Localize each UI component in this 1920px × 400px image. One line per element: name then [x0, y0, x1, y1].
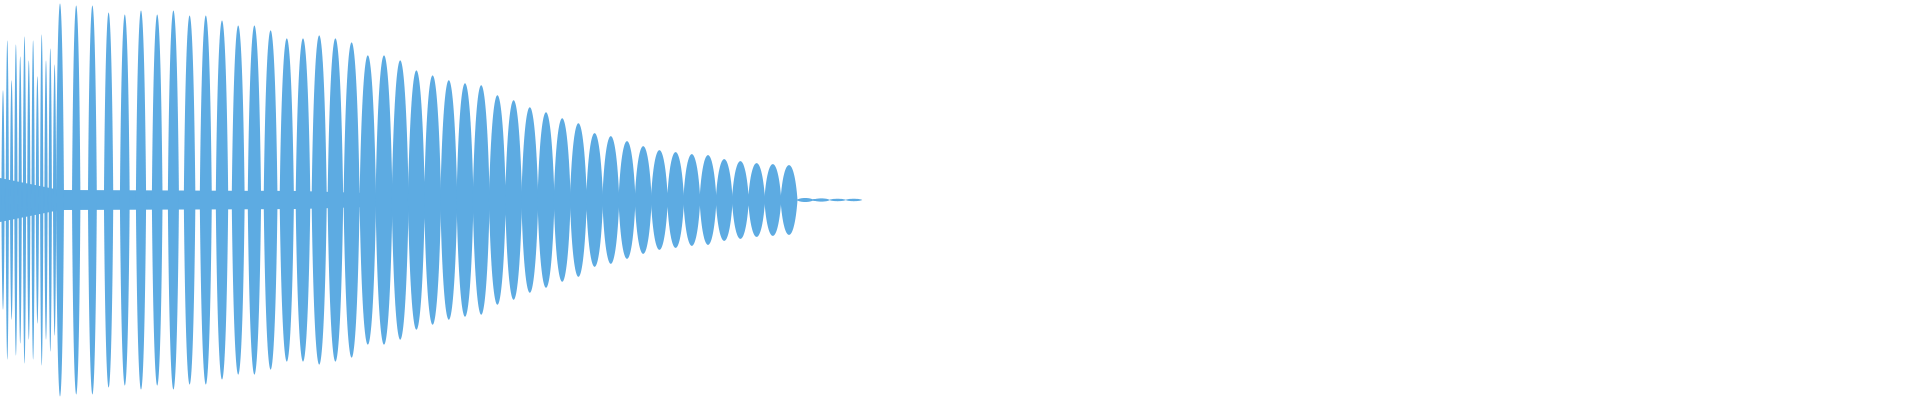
waveform-lobe: [167, 10, 179, 390]
waveform-lobe: [699, 155, 717, 245]
waveform-lobe: [715, 159, 733, 241]
waveform-lobe: [87, 5, 97, 395]
waveform-lobe: [812, 198, 830, 202]
waveform-lobe: [731, 161, 749, 239]
waveform-lobe: [119, 14, 130, 386]
waveform-lobe: [375, 55, 393, 345]
waveform-lobe: [845, 198, 863, 202]
waveform-lobe: [796, 198, 814, 202]
waveform-burst-lobe: [27, 60, 31, 340]
waveform-lobe: [327, 38, 344, 362]
waveform-burst-lobe: [22, 36, 27, 364]
waveform-burst-lobe: [53, 64, 57, 336]
waveform-lobe: [311, 35, 327, 365]
waveform-lobe: [586, 133, 604, 267]
waveform-lobe: [780, 165, 798, 235]
waveform-lobe: [359, 55, 377, 345]
waveform-lobe: [569, 123, 587, 277]
waveform-lobe: [279, 38, 294, 362]
waveform-lobe: [634, 146, 652, 254]
waveform-lobe: [683, 154, 701, 246]
waveform-lobe: [650, 150, 668, 250]
waveform-lobe: [472, 85, 490, 315]
waveform-burst-lobe: [31, 40, 35, 360]
waveform-lobe: [440, 80, 458, 320]
waveform-lobe: [829, 198, 847, 202]
waveform-lobe: [247, 25, 262, 375]
waveform-lobe: [748, 163, 766, 237]
waveform-lobe: [183, 15, 196, 385]
waveform-lobe: [488, 95, 506, 305]
waveform-lobe: [553, 118, 571, 282]
waveform-lobe: [391, 60, 409, 340]
waveform-burst-lobe: [18, 56, 22, 344]
waveform-burst-lobe: [14, 44, 18, 356]
waveform-lobe: [602, 136, 620, 264]
waveform-burst-lobe: [10, 80, 14, 320]
waveform-lobe: [618, 141, 636, 259]
waveform-lobe: [667, 152, 685, 248]
waveform-burst-lobe: [35, 76, 39, 324]
waveform-lobe: [407, 70, 425, 330]
waveform-lobe: [456, 83, 474, 317]
waveform-burst-lobe: [40, 34, 44, 366]
waveform-lobe: [295, 38, 311, 362]
waveform-lobe: [103, 12, 114, 388]
waveform-lobe: [71, 5, 81, 395]
waveform-lobe: [424, 75, 442, 325]
waveform-lobe: [521, 107, 539, 293]
waveform-tail-lobe: [811, 199, 819, 201]
waveform-lobe: [199, 15, 212, 385]
waveform-burst-lobe: [1, 90, 5, 310]
waveform-lobe: [263, 30, 278, 370]
waveform-burst-lobe: [48, 48, 52, 352]
waveform-burst-lobe: [44, 60, 48, 340]
waveform-lobe: [505, 100, 523, 300]
waveform-lobe: [151, 14, 163, 386]
waveform-burst-lobe: [5, 40, 9, 360]
waveform-lobe: [764, 164, 782, 236]
waveform-lobe: [343, 42, 360, 358]
waveform-lobe: [135, 10, 147, 390]
waveform-lobe: [537, 112, 555, 288]
waveform-lobe: [215, 20, 229, 380]
waveform-lobe: [56, 3, 64, 397]
waveform-lobe: [231, 25, 245, 375]
